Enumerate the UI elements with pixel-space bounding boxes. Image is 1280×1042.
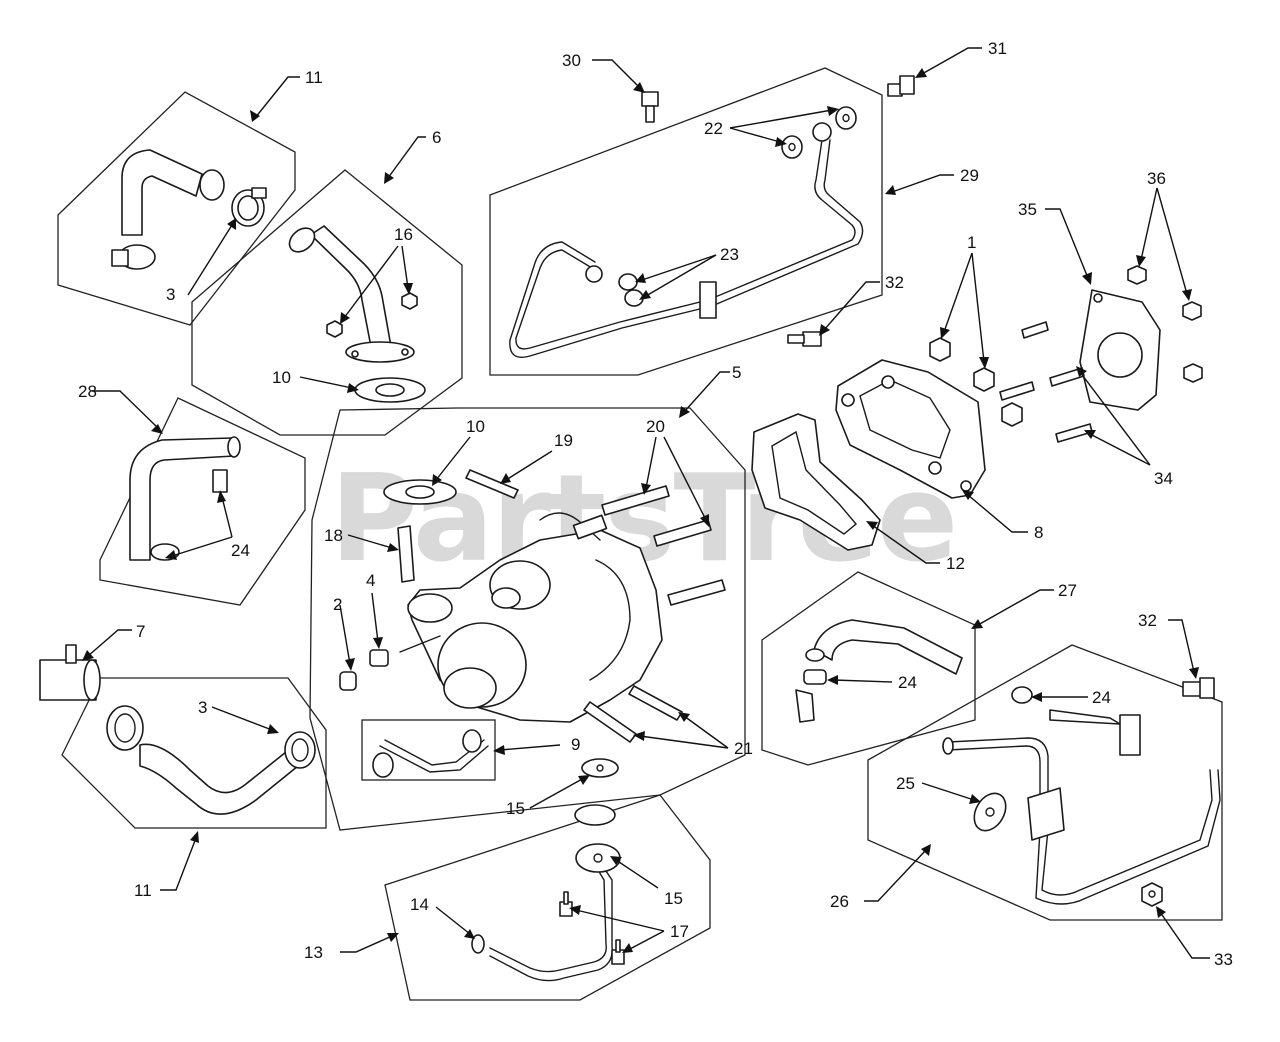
hose-clamp-3-top: [111, 187, 267, 270]
nuts-36: [1127, 265, 1203, 383]
pipe-26: [942, 709, 1221, 905]
callout-11-bottom: 11: [134, 881, 152, 900]
callout-27: 27: [1058, 581, 1077, 600]
panel-pipe-29: [489, 67, 883, 376]
callout-26: 26: [830, 892, 849, 911]
callout-32-bottom: 32: [1138, 611, 1157, 630]
clip-24-pipe26: [1011, 686, 1033, 704]
studs-20: [601, 485, 726, 606]
part-2: [339, 671, 357, 691]
panel-pipe-26: [867, 644, 1223, 921]
gasket-12: [751, 413, 881, 551]
bolts-17: [559, 891, 625, 965]
nut-33: [1141, 882, 1163, 907]
callout-15-turbo: 15: [506, 799, 525, 818]
pipe-13: [489, 804, 621, 982]
callout-25: 25: [896, 774, 915, 793]
callout-labels: 11 3 6 16 10 30 31 22 23 29 32 1 35 36 3…: [78, 39, 1233, 969]
callout-6: 6: [432, 128, 441, 147]
elbow-pipe-6: [288, 225, 415, 363]
callout-36: 36: [1147, 169, 1166, 188]
gasket-15-turbo: [581, 758, 619, 778]
callout-15-pipe13: 15: [664, 889, 683, 908]
callout-33: 33: [1214, 950, 1233, 969]
panel-hose-11-top: [57, 91, 296, 326]
leader-lines: [82, 47, 1210, 959]
o-ring-14: [471, 934, 485, 954]
callout-20: 20: [646, 417, 665, 436]
callout-8: 8: [1034, 523, 1043, 542]
callout-31: 31: [988, 39, 1007, 58]
callout-9: 9: [571, 735, 580, 754]
bolt-32-top: [787, 331, 822, 347]
hose-27: [795, 619, 963, 723]
bolt-32-bottom: [1182, 677, 1215, 699]
callout-24-hose28: 24: [231, 541, 250, 560]
clip-4: [369, 649, 389, 667]
nuts-16: [326, 292, 418, 338]
flange-gasket-35: [1079, 289, 1161, 411]
hose-11-top: [121, 149, 225, 236]
gasket-25: [973, 792, 1007, 832]
bolt-31: [887, 75, 915, 97]
callout-7: 7: [136, 622, 145, 641]
hose-11-bottom: [139, 743, 299, 815]
callout-2: 2: [333, 595, 342, 614]
callout-10-top: 10: [272, 368, 291, 387]
callout-22: 22: [704, 119, 723, 138]
panel-pipe-6: [191, 169, 463, 436]
callout-1: 1: [967, 233, 976, 252]
callout-16: 16: [394, 225, 413, 244]
callout-24-hose27: 24: [898, 673, 917, 692]
callout-23: 23: [720, 245, 739, 264]
panel-hose-27: [761, 571, 976, 766]
pipe-9: [372, 729, 489, 778]
bolt-30: [641, 91, 659, 123]
washers-23: [618, 273, 644, 307]
callout-5: 5: [732, 363, 741, 382]
callout-34: 34: [1154, 469, 1173, 488]
callout-30: 30: [562, 51, 581, 70]
callout-19: 19: [554, 431, 573, 450]
hose-7: [39, 644, 101, 701]
exhaust-elbow-8: [835, 359, 986, 499]
gasket-10-turbo: [383, 479, 457, 505]
panel-turbo-5: [309, 407, 746, 831]
panel-pipe-13: [384, 794, 711, 1001]
gasket-10-top: [354, 377, 426, 403]
callout-11-top: 11: [305, 68, 323, 87]
callout-28: 28: [78, 382, 97, 401]
washers-22: [781, 106, 857, 159]
studs-34: [999, 321, 1093, 443]
turbocharger-5: [399, 512, 663, 723]
callout-4: 4: [366, 571, 375, 590]
callout-12: 12: [946, 554, 965, 573]
callout-13: 13: [304, 943, 323, 962]
callout-18: 18: [324, 526, 343, 545]
oil-pipe-29: [509, 122, 864, 358]
nuts-1: [929, 337, 1023, 427]
stud-18: [397, 525, 415, 583]
studs-21: [583, 685, 683, 743]
callout-32-top: 32: [885, 273, 904, 292]
callout-17: 17: [670, 922, 689, 941]
hose-clamps-3-bottom: [106, 705, 316, 769]
callout-3-top: 3: [166, 285, 175, 304]
panel-hose-28: [99, 397, 306, 606]
callout-24-pipe26: 24: [1092, 688, 1111, 707]
callout-3-bottom: 3: [198, 698, 207, 717]
callout-29: 29: [960, 166, 979, 185]
callout-10-turbo: 10: [466, 417, 485, 436]
callout-14: 14: [410, 895, 429, 914]
callout-35: 35: [1018, 200, 1037, 219]
callout-21: 21: [734, 739, 753, 758]
